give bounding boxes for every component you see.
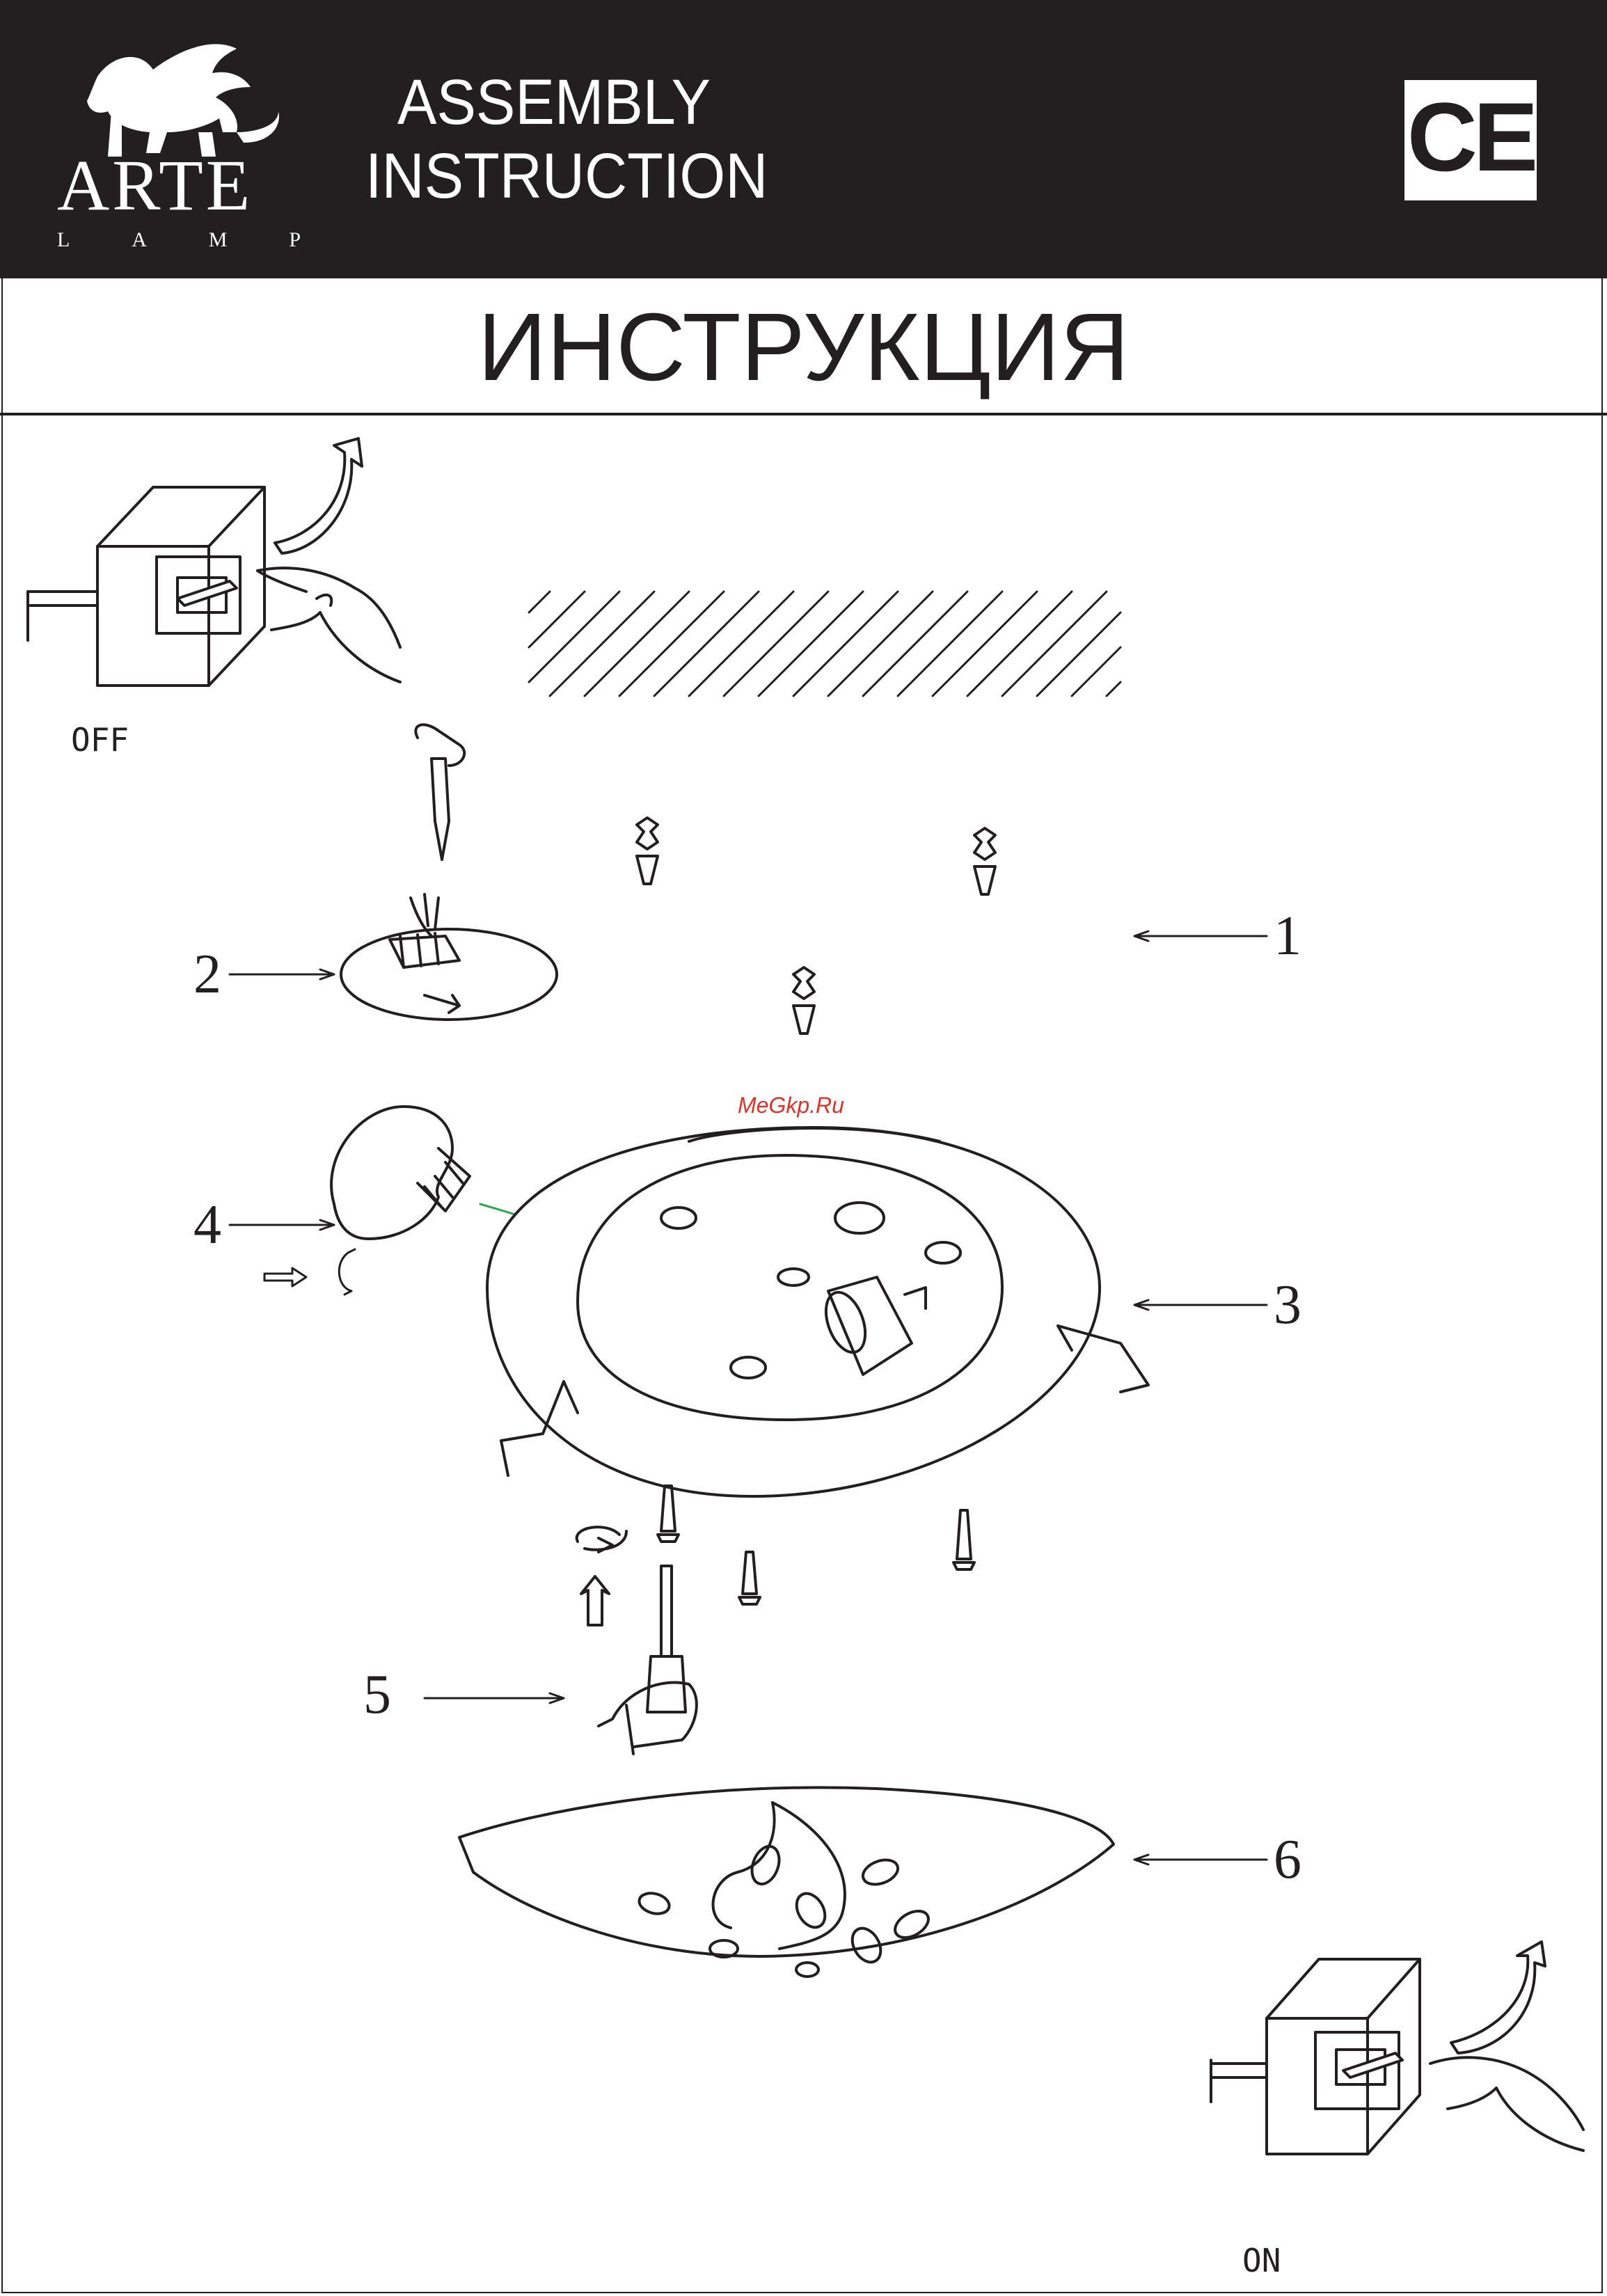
light-bulb-icon (331, 1107, 470, 1239)
rotate-arrow-off-icon (275, 438, 362, 553)
callout-5: 5 (363, 1667, 391, 1723)
hand-on-icon (1430, 2057, 1583, 2151)
mounting-plate-icon (341, 894, 557, 1020)
wall-plug-icon (974, 828, 995, 894)
callout-3: 3 (1274, 1277, 1301, 1333)
callout-1: 1 (1274, 908, 1301, 964)
wall-plug-icon (793, 967, 814, 1034)
callout-4: 4 (193, 1197, 221, 1253)
callout-6: 6 (1274, 1832, 1301, 1887)
rotate-screw-icon (577, 1527, 626, 1552)
watermark: MeGkp.Ru (738, 1094, 844, 1116)
ceiling-hatch-icon (529, 592, 1121, 696)
wall-plug-icon (637, 818, 658, 884)
glass-diffuser-icon (459, 1787, 1114, 1977)
screw-icon (739, 1552, 760, 1604)
wall-switch-on-icon (1211, 1959, 1420, 2154)
screwdriver-hand-icon (599, 1566, 697, 1754)
hand-off-icon (258, 568, 400, 682)
switch-off-label: OFF (71, 724, 129, 756)
screw-icon (953, 1510, 974, 1569)
lamp-base-icon (487, 1127, 1148, 1496)
callout-2: 2 (193, 947, 221, 1002)
wall-switch-off-icon (28, 487, 264, 686)
voltage-tester-icon (415, 725, 464, 860)
screw-icon (658, 1486, 679, 1542)
up-arrow-icon (581, 1576, 609, 1625)
switch-on-label: ON (1242, 2244, 1281, 2277)
rotate-arrow-on-icon (1451, 1942, 1545, 2053)
